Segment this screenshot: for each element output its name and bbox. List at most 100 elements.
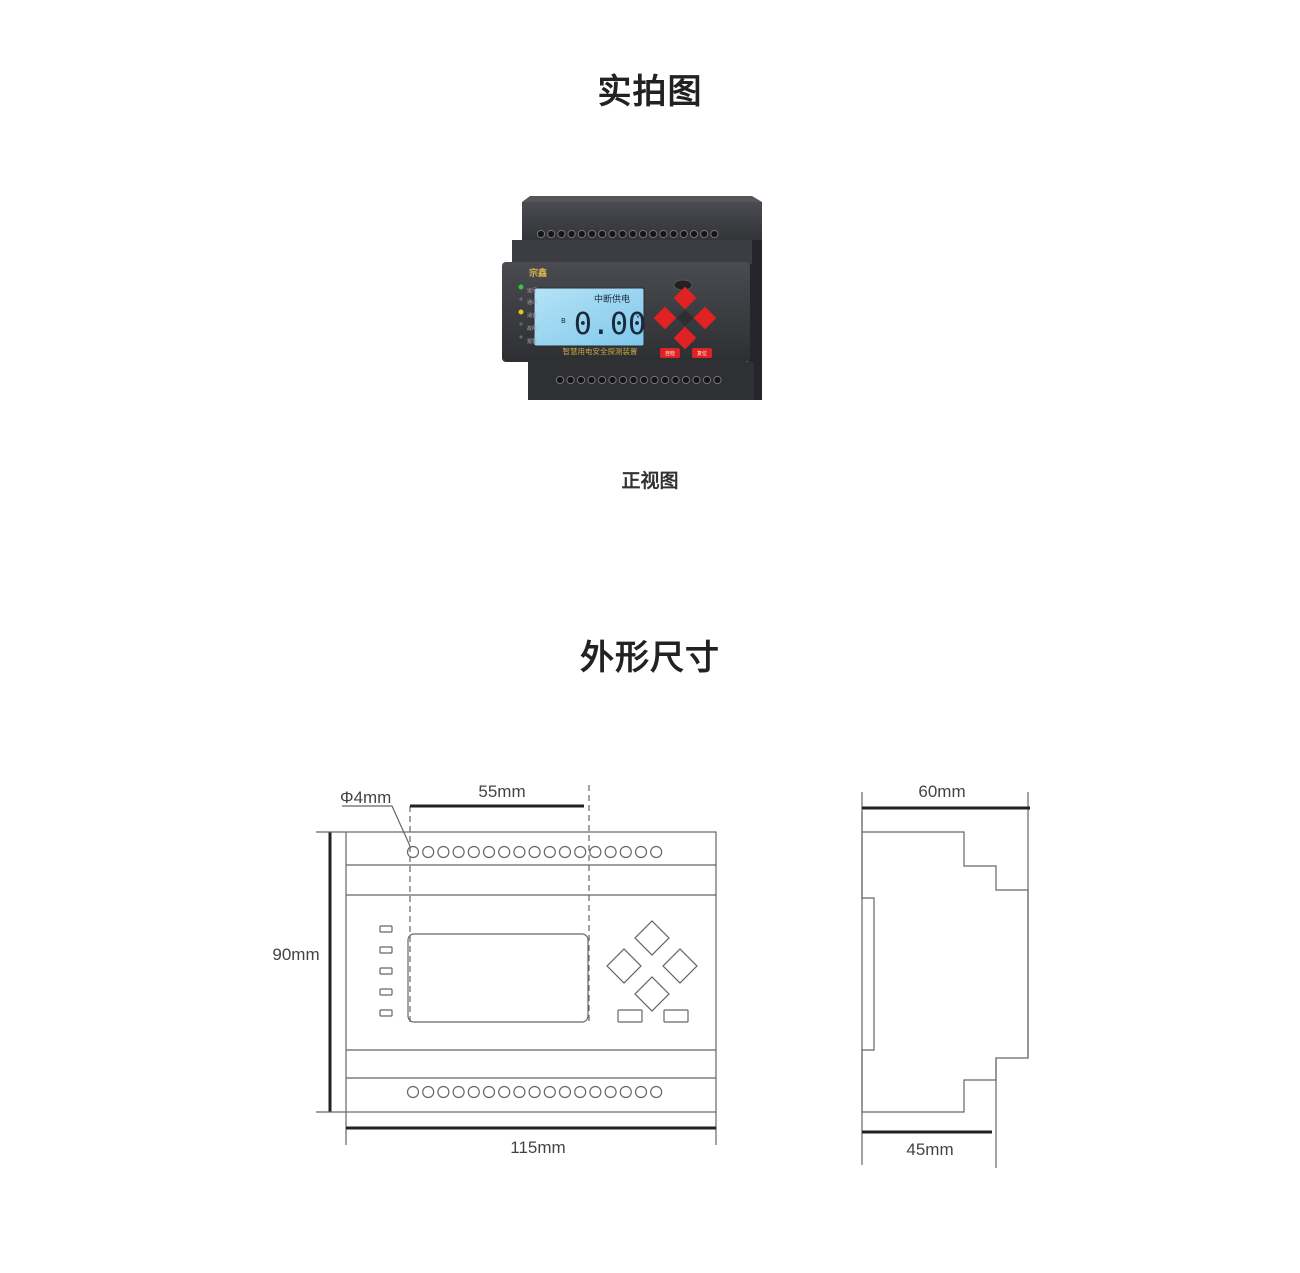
key-left — [653, 306, 677, 330]
terminal-hole — [649, 229, 658, 239]
terminal-hole — [422, 1085, 435, 1099]
terminal-hole — [547, 229, 556, 239]
terminal-hole — [689, 229, 699, 239]
front-button-right — [663, 1009, 689, 1023]
terminal-hole — [543, 845, 556, 859]
terminal-hole — [557, 229, 566, 239]
side-outline — [861, 812, 1029, 1113]
front-lcd-window — [407, 933, 589, 1023]
dimension-section-title: 外形尺寸 — [580, 638, 720, 678]
terminal-hole — [650, 375, 659, 385]
led-mute — [518, 309, 524, 315]
label-height: 90mm — [272, 945, 319, 964]
self-test-label: 自检 — [665, 350, 675, 357]
terminal-hole — [558, 845, 572, 859]
terminal-hole — [452, 1085, 465, 1099]
terminal-hole — [618, 375, 628, 385]
terminal-hole — [604, 845, 617, 859]
terminal-hole — [608, 375, 617, 385]
terminal-hole — [671, 375, 680, 385]
terminal-hole — [660, 375, 670, 385]
label-hole-diameter: Φ4mm — [340, 788, 391, 807]
terminal-hole — [566, 375, 575, 385]
terminal-hole — [577, 229, 586, 239]
terminal-hole — [650, 1085, 663, 1099]
terminal-hole — [528, 1085, 541, 1099]
terminal-hole — [639, 375, 649, 385]
indicator-label-alarm: 报警 — [527, 338, 537, 345]
terminal-hole — [513, 1085, 526, 1099]
lcd-screen — [533, 287, 645, 347]
terminal-hole — [587, 229, 597, 239]
panel-name: 智慧用电安全探测装置 — [563, 346, 638, 356]
terminal-hole — [498, 1085, 511, 1099]
front-keypad — [606, 920, 698, 1012]
terminal-hole — [555, 375, 565, 385]
terminal-hole — [604, 1085, 617, 1099]
bottom-terminal-row — [555, 375, 722, 385]
terminal-hole — [679, 229, 688, 239]
terminal-hole — [543, 1085, 556, 1099]
front-leds — [379, 925, 393, 1017]
device-top-block — [522, 202, 762, 248]
label-width: 115mm — [510, 1138, 565, 1157]
terminal-hole — [638, 229, 648, 239]
terminal-hole — [574, 845, 587, 859]
indicator-label-run: 运行 — [527, 287, 537, 294]
reset-key — [692, 348, 712, 358]
terminal-hole — [482, 845, 496, 859]
label-terminal-span: 55mm — [478, 782, 525, 801]
terminal-hole — [702, 375, 712, 385]
front-bottom-holes — [406, 1085, 663, 1099]
photo-caption: 正视图 — [621, 470, 679, 492]
terminal-hole — [467, 845, 480, 859]
terminal-hole — [608, 229, 617, 239]
lcd-unit: V — [636, 313, 641, 320]
terminal-hole — [406, 1085, 420, 1099]
terminal-hole — [589, 1085, 602, 1099]
device-bottom-block — [528, 362, 754, 400]
label-depth: 60mm — [918, 782, 965, 801]
terminal-hole — [650, 845, 663, 859]
lcd-value: 0.00 — [574, 307, 646, 342]
terminal-hole — [513, 845, 526, 859]
terminal-hole — [713, 375, 722, 385]
key-up — [673, 286, 697, 310]
front-outline — [345, 831, 717, 1113]
ir-window — [673, 279, 693, 291]
top-terminal-row — [536, 229, 719, 239]
terminal-hole — [589, 845, 602, 859]
terminal-hole — [536, 229, 546, 239]
indicator-label-fault: 故障 — [527, 325, 537, 332]
terminal-hole — [598, 229, 607, 239]
terminal-hole — [619, 1085, 632, 1099]
terminal-hole — [634, 1085, 648, 1099]
terminal-hole — [528, 845, 541, 859]
terminal-hole — [692, 375, 701, 385]
terminal-hole — [482, 1085, 496, 1099]
front-button-left — [617, 1009, 643, 1023]
terminal-hole — [669, 229, 678, 239]
indicator-label-mute: 消音 — [527, 312, 537, 319]
terminal-hole — [558, 1085, 572, 1099]
terminal-hole — [574, 1085, 587, 1099]
led-run — [518, 284, 524, 290]
brand-label: 宗鑫 — [529, 267, 547, 279]
terminal-hole — [498, 845, 511, 859]
terminal-hole — [452, 845, 465, 859]
terminal-hole — [597, 375, 607, 385]
key-down — [673, 326, 697, 350]
terminal-hole — [576, 375, 586, 385]
terminal-hole — [619, 845, 632, 859]
terminal-hole — [437, 1085, 450, 1099]
terminal-hole — [628, 229, 637, 239]
keypad — [653, 286, 717, 350]
terminal-hole — [587, 375, 596, 385]
terminal-hole — [406, 845, 420, 859]
terminal-hole — [659, 229, 668, 239]
lcd-header: 中断供电 — [594, 293, 630, 305]
lcd-phase: B — [561, 317, 566, 325]
photo-section-title: 实拍图 — [597, 72, 703, 112]
reset-label: 复位 — [697, 350, 707, 357]
terminal-hole — [567, 229, 576, 239]
